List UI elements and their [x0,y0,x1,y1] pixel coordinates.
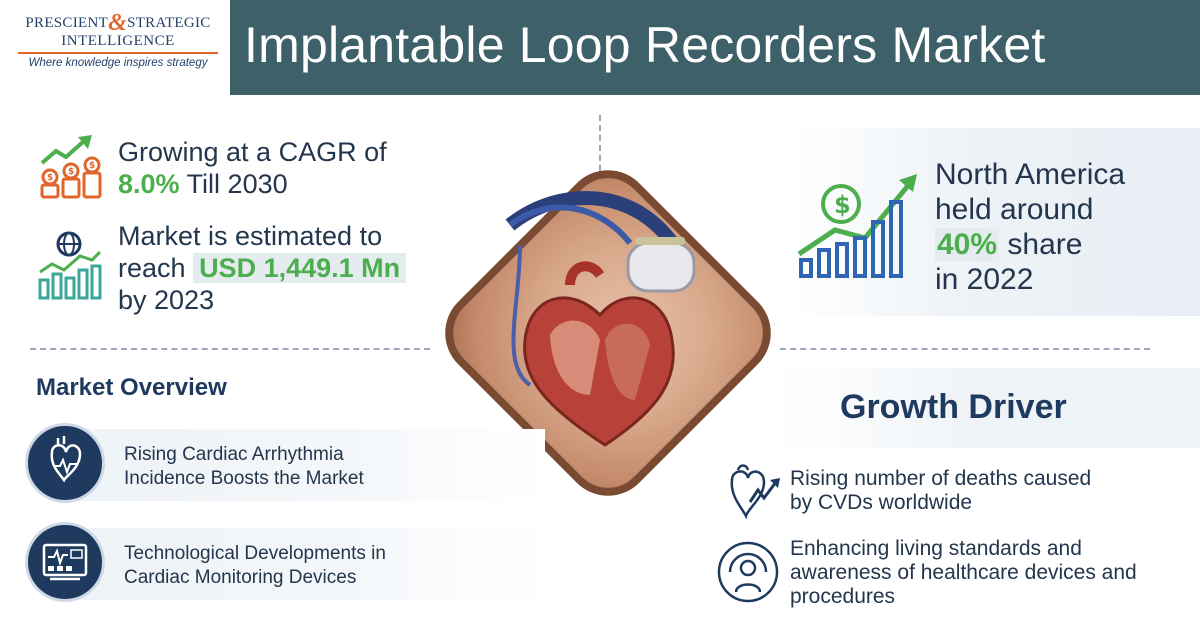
logo-tagline: Where knowledge inspires strategy [28,57,208,69]
region-panel [790,128,1200,316]
overview-item-band [65,429,545,501]
svg-text:$: $ [47,173,53,183]
market-label: Market is estimated to [118,221,383,251]
driver-item-cvd: Rising number of deaths caused by CVDs w… [790,467,1091,515]
driver-item-line2: awareness of healthcare devices and [790,561,1137,584]
logo-word-prescient: PRESCIENT [25,15,109,31]
growth-driver-panel [778,368,1200,448]
svg-text:$: $ [834,191,851,219]
region-held: held around [935,193,1094,226]
market-value: USD 1,449.1 Mn [193,253,407,283]
page-title: Implantable Loop Recorders Market [244,17,1046,73]
heart-device-image [426,151,790,515]
growth-driver-heading: Growth Driver [840,388,1067,426]
left-divider [30,348,430,350]
region-stat: North America held around 40% share in 2… [935,157,1125,297]
overview-icon-circle [25,423,105,503]
market-overview-heading: Market Overview [36,374,227,401]
heart-decline-icon [730,464,780,520]
monitor-icon [42,543,88,581]
overview-icon-circle [25,522,105,602]
driver-item-line2: by CVDs worldwide [790,491,973,514]
driver-item-living-standards: Enhancing living standards and awareness… [790,537,1137,609]
logo-word-strategic: STRATEGIC [127,15,211,31]
region-share-word: share [1007,228,1083,261]
dollar-bar-growth-icon: $ [797,174,917,278]
cagr-stat: Growing at a CAGR of 8.0% Till 2030 [118,136,387,200]
logo-line1: PRESCIENT&STRATEGIC [12,11,224,35]
overview-item-line2: Cardiac Monitoring Devices [124,567,357,588]
overview-item-text: Rising Cardiac Arrhythmia Incidence Boos… [124,443,364,491]
driver-item-line3: procedures [790,585,896,608]
cagr-suffix: Till 2030 [186,169,288,199]
svg-text:$: $ [68,167,74,177]
market-reach-word: reach [118,253,186,283]
logo-divider [18,52,218,54]
overview-item-text: Technological Developments in Cardiac Mo… [124,542,386,590]
overview-item-line2: Incidence Boosts the Market [124,468,364,489]
overview-item-band [65,528,545,600]
heart-illustration [505,191,696,447]
title-banner: Implantable Loop Recorders Market [230,0,1200,95]
globe-chart-icon [38,231,102,300]
logo-line2: INTELLIGENCE [61,33,175,49]
heart-pulse-icon [50,436,82,483]
overview-item-line1: Rising Cardiac Arrhythmia [124,444,344,465]
market-year: by 2023 [118,285,215,315]
right-divider [780,348,1150,350]
overview-item-technology: Technological Developments in Cardiac Mo… [25,522,545,606]
cagr-value: 8.0% [118,169,180,199]
svg-text:$: $ [89,161,95,171]
market-stat: Market is estimated to reach USD 1,449.1… [118,220,407,316]
person-awareness-icon [717,541,779,603]
overview-item-arrhythmia: Rising Cardiac Arrhythmia Incidence Boos… [25,423,545,507]
driver-item-line1: Rising number of deaths caused [790,467,1092,490]
overview-item-line1: Technological Developments in [124,543,386,564]
coins-growth-icon: $ $ $ [40,135,102,199]
region-name: North America [935,158,1126,191]
region-share-value: 40% [935,228,1000,261]
logo-ampersand: & [108,10,128,36]
driver-item-line1: Enhancing living standards and [790,537,1082,560]
region-year: in 2022 [935,263,1034,296]
cagr-label: Growing at a CAGR of [118,137,387,167]
company-logo: PRESCIENT&STRATEGIC INTELLIGENCE Where k… [12,11,224,84]
